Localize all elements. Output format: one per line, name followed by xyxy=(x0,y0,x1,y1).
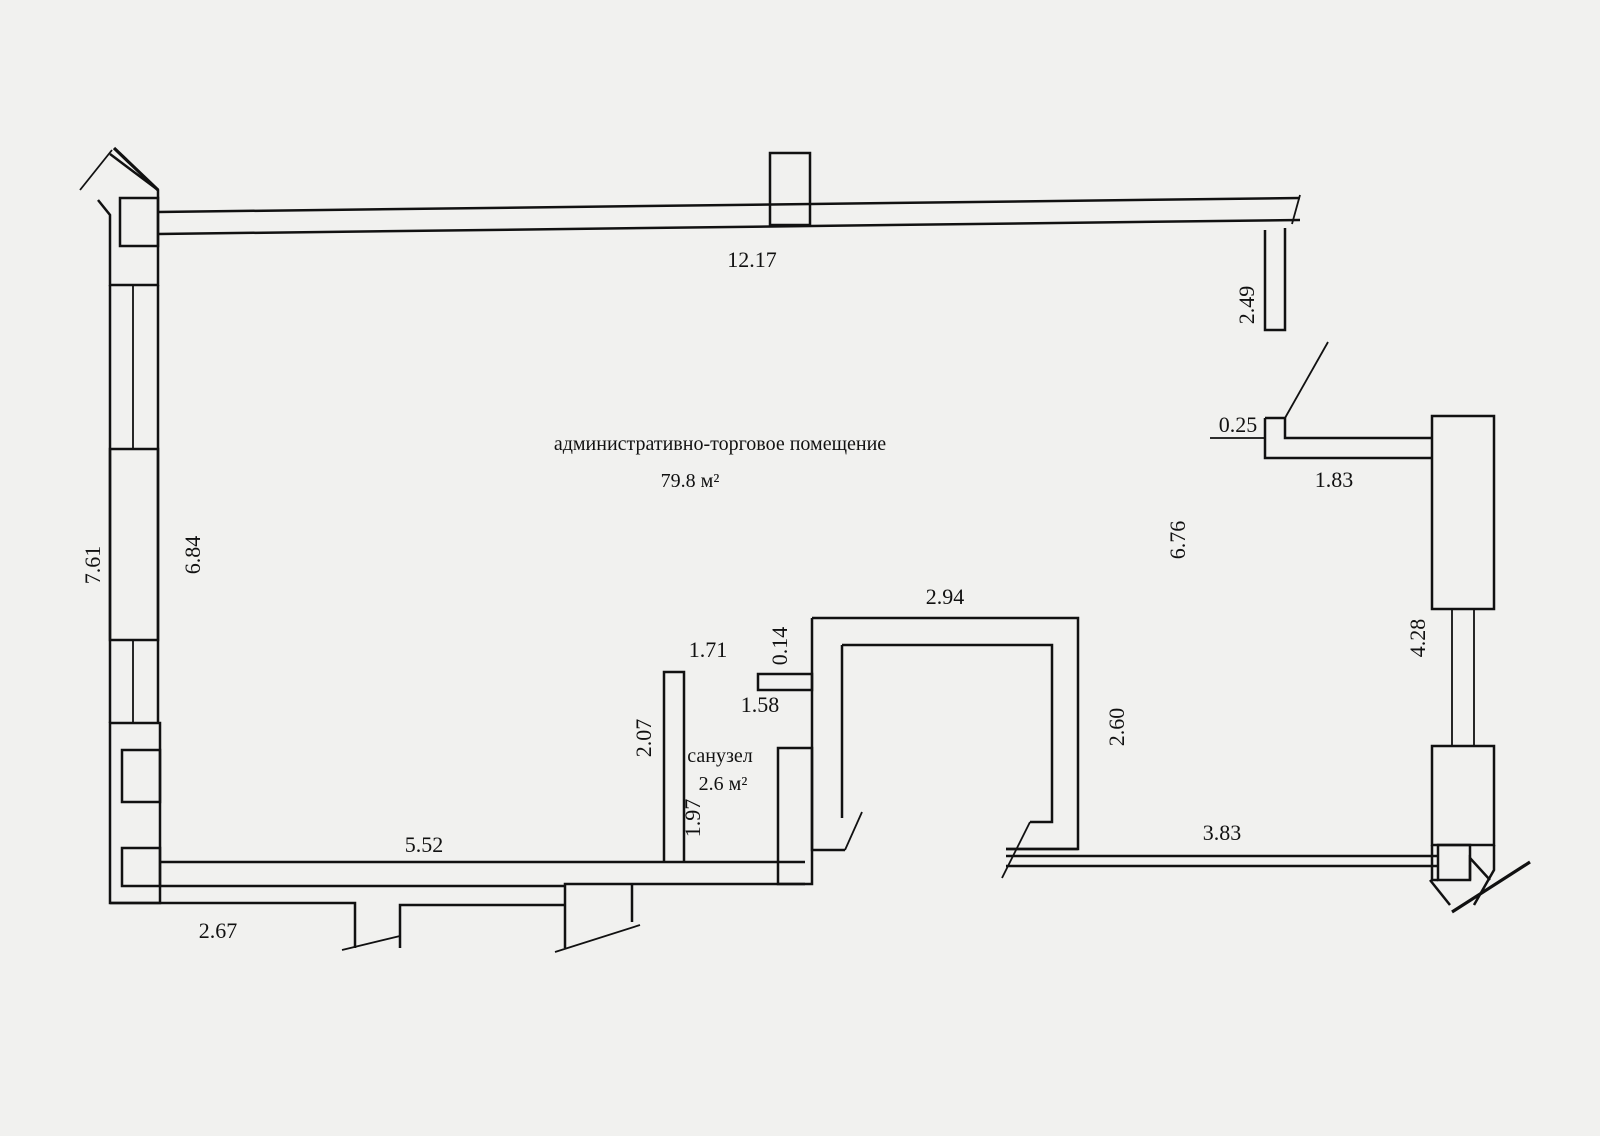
dim-bath-inner-depth: 1.97 xyxy=(680,799,705,838)
left-wall xyxy=(110,285,160,903)
bottom-right-wall xyxy=(1006,845,1530,912)
dim-left-bottom-step: 2.67 xyxy=(199,918,238,943)
dim-bath-depth: 2.07 xyxy=(631,719,656,758)
top-column xyxy=(770,153,810,225)
dim-column-offset: 0.14 xyxy=(767,627,792,666)
dim-column-width: 2.94 xyxy=(926,584,965,609)
bathroom-area: 2.6 м² xyxy=(699,773,748,795)
dim-center-right-height: 6.76 xyxy=(1165,521,1190,560)
dim-right-short-wall: 1.83 xyxy=(1315,467,1354,492)
main-room-area: 79.8 м² xyxy=(661,470,720,492)
left-pier xyxy=(110,449,158,640)
bathroom-name: санузел xyxy=(687,745,752,767)
dim-column-height: 2.60 xyxy=(1104,708,1129,747)
dim-right-stub: 2.49 xyxy=(1234,286,1259,325)
dim-left-inner: 6.84 xyxy=(180,536,205,575)
dim-bottom-left: 5.52 xyxy=(405,832,444,857)
dim-left-outer: 7.61 xyxy=(80,546,105,585)
dim-bottom-right: 3.83 xyxy=(1203,820,1242,845)
top-left-corner xyxy=(80,148,158,285)
right-wall xyxy=(1432,416,1494,905)
column-block xyxy=(812,618,1078,878)
dim-bath-inner-width: 1.58 xyxy=(741,692,780,717)
dim-right-window: 4.28 xyxy=(1405,619,1430,658)
dim-top-wall: 12.17 xyxy=(727,247,777,272)
main-room-name: административно-торговое помещение xyxy=(554,433,886,455)
dim-stub-thickness: 0.25 xyxy=(1219,412,1258,437)
dim-bath-top: 1.71 xyxy=(689,637,728,662)
top-wall xyxy=(158,153,1300,234)
